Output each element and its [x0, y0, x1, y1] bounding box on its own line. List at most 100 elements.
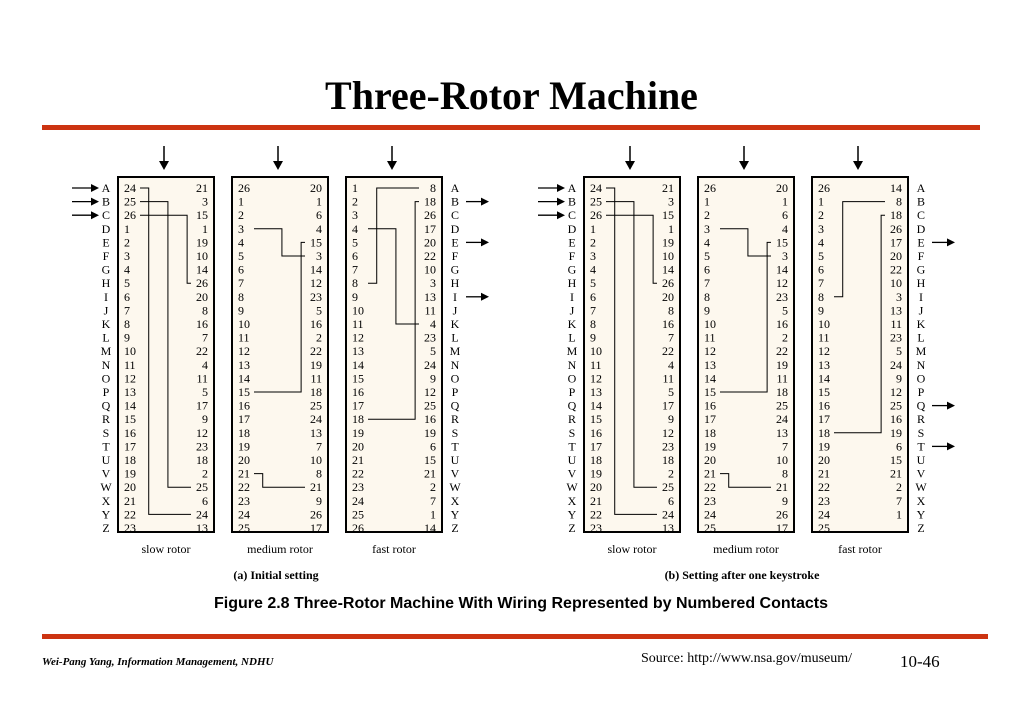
- input-letter: W: [566, 480, 578, 494]
- left-contact: 6: [352, 249, 358, 263]
- right-contact: 19: [662, 235, 674, 249]
- left-contact: 23: [704, 494, 716, 508]
- left-contact: 26: [352, 521, 364, 535]
- left-contact: 6: [818, 263, 824, 277]
- right-contact: 10: [310, 453, 322, 467]
- right-contact: 10: [776, 453, 788, 467]
- right-contact: 20: [196, 290, 208, 304]
- right-contact: 24: [776, 412, 788, 426]
- right-contact: 3: [668, 195, 674, 209]
- right-contact: 13: [890, 303, 902, 317]
- left-contact: 9: [124, 331, 130, 345]
- right-contact: 2: [668, 467, 674, 481]
- left-contact: 16: [704, 399, 716, 413]
- left-contact: 17: [704, 412, 716, 426]
- rotation-arrow-head: [853, 161, 863, 170]
- left-contact: 15: [352, 371, 364, 385]
- left-contact: 17: [818, 412, 830, 426]
- left-contact: 2: [238, 208, 244, 222]
- left-contact: 9: [818, 303, 824, 317]
- right-contact: 21: [662, 181, 674, 195]
- right-contact: 5: [668, 385, 674, 399]
- output-letter: C: [917, 208, 925, 222]
- right-contact: 14: [196, 263, 208, 277]
- input-letter: C: [568, 208, 576, 222]
- input-letter: R: [102, 412, 110, 426]
- rotor-box: [231, 176, 329, 533]
- right-contact: 19: [424, 426, 436, 440]
- output-letter: F: [452, 249, 459, 263]
- right-contact: 13: [196, 521, 208, 535]
- input-letter: Z: [102, 521, 109, 535]
- wiring-path: [720, 473, 771, 488]
- input-letter: D: [568, 222, 577, 236]
- right-contact: 25: [310, 399, 322, 413]
- left-contact: 14: [590, 399, 602, 413]
- right-contact: 4: [316, 222, 322, 236]
- rotor-label: slow rotor: [142, 542, 191, 556]
- output-letter: I: [453, 290, 457, 304]
- right-contact: 10: [424, 263, 436, 277]
- rotor-label: fast rotor: [838, 542, 882, 556]
- output-letter: M: [450, 344, 461, 358]
- left-contact: 16: [124, 426, 136, 440]
- footer-author: Wei-Pang Yang, Information Management, N…: [42, 656, 274, 668]
- right-contact: 5: [782, 303, 788, 317]
- left-contact: 13: [590, 385, 602, 399]
- output-letter: M: [916, 344, 927, 358]
- left-contact: 10: [818, 317, 830, 331]
- output-letter: O: [917, 371, 926, 385]
- left-contact: 7: [238, 276, 244, 290]
- output-letter: N: [451, 358, 460, 372]
- rotation-arrow-head: [739, 161, 749, 170]
- right-contact: 2: [202, 467, 208, 481]
- right-contact: 20: [890, 249, 902, 263]
- right-contact: 13: [424, 290, 436, 304]
- left-contact: 26: [124, 208, 136, 222]
- wiring-path: [368, 228, 419, 325]
- rotor-box: [583, 176, 681, 533]
- output-letter: L: [451, 331, 458, 345]
- left-contact: 7: [704, 276, 710, 290]
- right-contact: 4: [430, 317, 436, 331]
- left-contact: 8: [590, 317, 596, 331]
- input-letter: F: [103, 249, 110, 263]
- right-contact: 19: [196, 235, 208, 249]
- output-letter: K: [917, 317, 926, 331]
- right-contact: 21: [776, 480, 788, 494]
- rotor-box: [697, 176, 795, 533]
- footer-source: Source: http://www.nsa.gov/museum/: [641, 651, 853, 666]
- left-contact: 18: [124, 453, 136, 467]
- left-contact: 12: [590, 371, 602, 385]
- right-contact: 23: [424, 331, 436, 345]
- left-contact: 1: [352, 181, 358, 195]
- right-contact: 13: [310, 426, 322, 440]
- left-contact: 26: [238, 181, 250, 195]
- left-contact: 13: [238, 358, 250, 372]
- input-letter: Q: [568, 399, 577, 413]
- output-letter: G: [451, 263, 460, 277]
- left-contact: 2: [352, 195, 358, 209]
- input-letter: X: [102, 494, 111, 508]
- right-contact: 23: [310, 290, 322, 304]
- right-contact: 6: [430, 439, 436, 453]
- left-contact: 20: [352, 439, 364, 453]
- right-contact: 10: [890, 276, 902, 290]
- output-arrow-head: [947, 238, 955, 247]
- right-contact: 15: [776, 235, 788, 249]
- right-contact: 15: [196, 208, 208, 222]
- output-letter: T: [451, 439, 459, 453]
- left-contact: 22: [352, 467, 364, 481]
- output-letter: A: [917, 181, 926, 195]
- right-contact: 14: [662, 263, 674, 277]
- left-contact: 5: [704, 249, 710, 263]
- right-contact: 12: [662, 426, 674, 440]
- left-contact: 1: [124, 222, 130, 236]
- left-contact: 17: [124, 439, 136, 453]
- right-contact: 11: [424, 303, 436, 317]
- right-contact: 17: [890, 235, 902, 249]
- page-number: 10-46: [900, 652, 940, 671]
- right-contact: 14: [310, 263, 322, 277]
- wiring-path: [140, 201, 191, 488]
- input-letter: Z: [568, 521, 575, 535]
